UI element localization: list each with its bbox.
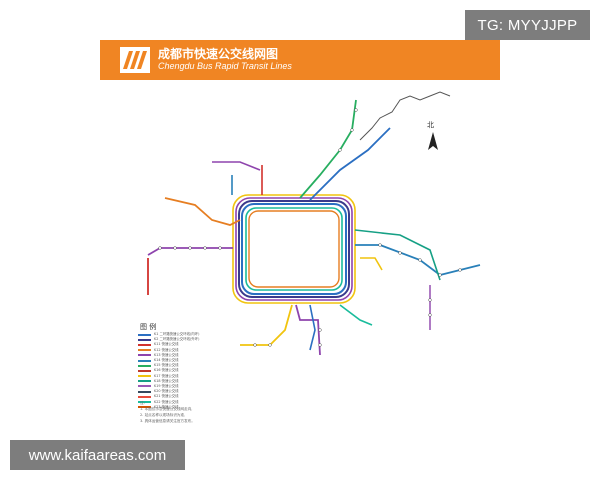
legend-item: K12 快速公交线 [138,348,208,353]
legend: K1 二环路快速公交环线(内环)K2 二环路快速公交环线(外环)K11 快速公交… [138,332,208,410]
northeast-line-blue [309,127,391,201]
legend-swatch [138,401,151,404]
note-line: 2. 站点名称以现场标识为准, [140,413,186,417]
map-notes: 注： 1. 本图仅示意快速公交线网走向, 2. 站点名称以现场标识为准, 3. 具体运… [140,400,260,424]
legend-label: K2 二环路快速公交环线(外环) [154,337,200,342]
legend-label: K19 快速公交线 [154,383,179,388]
brt-logo-icon [120,47,150,73]
legend-label: K11 快速公交线 [154,342,179,347]
legend-swatch [138,354,151,357]
brt-network-map [147,91,481,356]
legend-swatch [138,343,151,346]
legend-label: K15 快速公交线 [154,363,179,368]
header-bar [100,40,500,80]
legend-label: K22 快速公交线 [154,399,179,404]
legend-swatch [138,395,151,398]
legend-label: K17 快速公交线 [154,373,179,378]
legend-swatch [138,349,151,352]
legend-swatch [138,338,151,341]
legend-item: K21 快速公交线 [138,394,208,399]
south-line-purple [295,304,321,356]
legend-label: K13 快速公交线 [154,352,179,357]
legend-item: K2 二环路快速公交环线(外环) [138,337,208,342]
note-line: 3. 具体运营信息请关注官方发布。 [140,419,195,423]
legend-item: K15 快速公交线 [138,363,208,368]
legend-item: K22 快速公交线 [138,399,208,404]
river-line [359,91,451,141]
legend-swatch [138,406,151,409]
legend-swatch [138,333,151,336]
legend-swatch [138,364,151,367]
legend-item: K11 快速公交线 [138,342,208,347]
northwest-line-orange [164,197,241,226]
compass-north-icon [428,132,438,150]
legend-swatch [138,375,151,378]
legend-label: K14 快速公交线 [154,358,179,363]
legend-item: K16 快速公交线 [138,368,208,373]
north-line-purple [212,161,261,171]
east-line-teal [354,229,441,281]
legend-item: K23 快速公交线 [138,405,208,410]
station-markers [158,108,462,347]
legend-swatch [138,385,151,388]
map-title: 成都市快速公交线网图 [158,47,279,61]
central-ring-bundle [232,194,356,304]
note-line: 注： [140,401,148,405]
south-line-yellow [240,304,293,346]
legend-label: K21 快速公交线 [154,394,179,399]
legend-swatch [138,369,151,372]
legend-label: K16 快速公交线 [154,368,179,373]
legend-item: K19 快速公交线 [138,384,208,389]
legend-swatch [138,390,151,393]
legend-label: K18 快速公交线 [154,378,179,383]
southeast-line-teal [339,304,373,326]
legend-swatch [138,359,151,362]
watermark-bottom: www.kaifaareas.com [10,440,185,470]
map-subtitle: Chengdu Bus Rapid Transit Lines [158,61,292,71]
legend-item: K20 快速公交线 [138,389,208,394]
legend-item: K13 快速公交线 [138,353,208,358]
north-label: 北 [427,121,434,129]
east-line-yellow [360,257,383,271]
northeast-line-green [299,99,357,199]
legend-item: K18 快速公交线 [138,379,208,384]
south-line-blue [309,304,316,351]
legend-label: K23 快速公交线 [154,404,179,409]
watermark-top: TG: MYYJJPP [465,10,590,40]
legend-swatch [138,380,151,383]
legend-item: K17 快速公交线 [138,374,208,379]
legend-label: K1 二环路快速公交环线(内环) [154,332,200,337]
note-line: 1. 本图仅示意快速公交线网走向, [140,407,193,411]
legend-title: 图 例 [140,323,157,331]
legend-label: K12 快速公交线 [154,347,179,352]
legend-label: K20 快速公交线 [154,389,179,394]
legend-item: K14 快速公交线 [138,358,208,363]
legend-item: K1 二环路快速公交环线(内环) [138,332,208,337]
